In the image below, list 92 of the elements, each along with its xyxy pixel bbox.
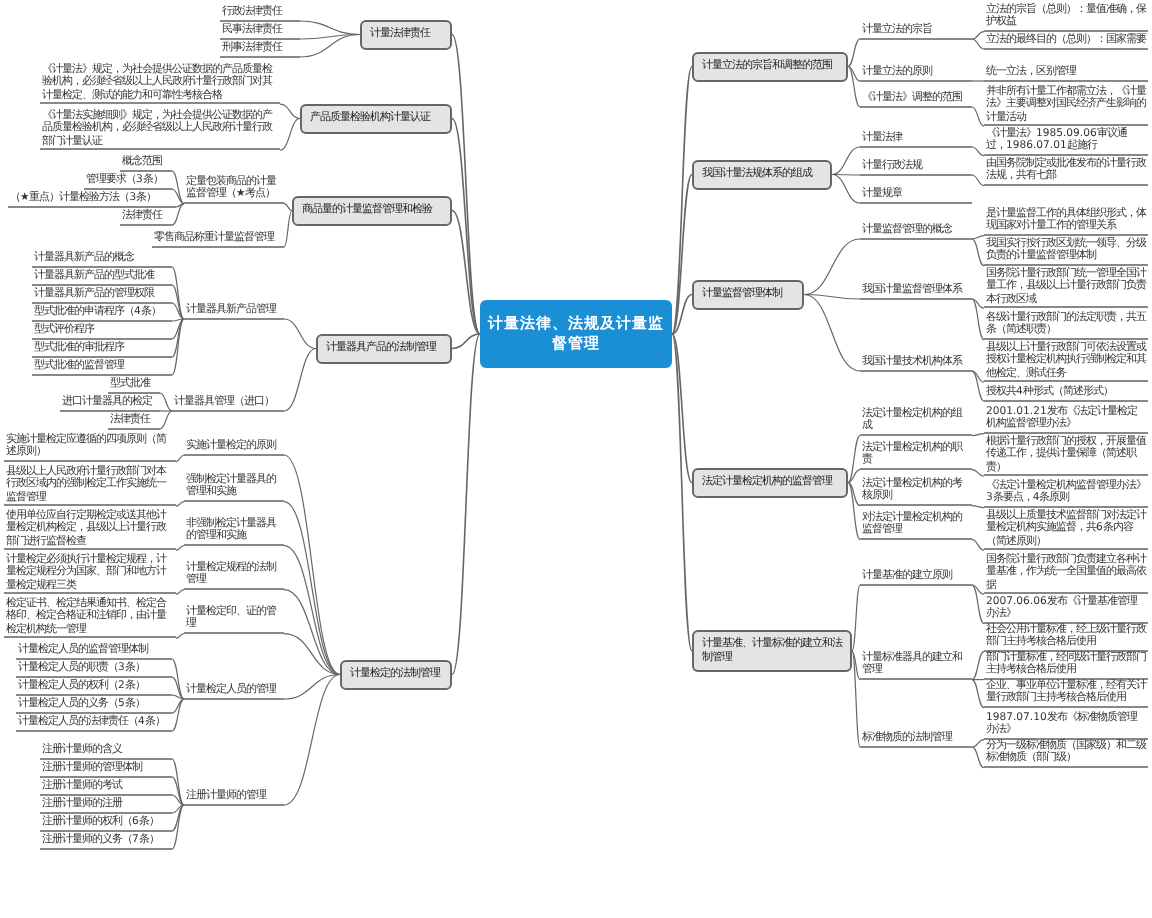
branch-line (171, 658, 185, 700)
branch-line (847, 435, 861, 484)
branch-line (971, 370, 985, 402)
branch-line (971, 80, 985, 82)
branch-line (971, 235, 985, 240)
branch-line (279, 117, 301, 151)
branch-line (171, 266, 185, 320)
branch-line (971, 584, 985, 625)
branch-line (283, 318, 317, 350)
branch-line (671, 333, 693, 652)
branch-line (831, 146, 861, 176)
branch-line (283, 673, 341, 700)
branch-line (971, 238, 985, 267)
branch-line (171, 694, 185, 700)
branch-line (159, 392, 173, 412)
branch-line (971, 370, 985, 383)
branch-line (851, 650, 861, 748)
branch-line (847, 481, 861, 507)
branch-line (971, 469, 985, 477)
branch-line (171, 284, 185, 320)
branch-line (831, 173, 861, 204)
branch-line (671, 173, 693, 335)
branch-line (847, 65, 861, 82)
branch-line (175, 203, 185, 208)
branch-line (971, 38, 985, 50)
branch-line (451, 333, 481, 350)
branch-line (283, 347, 317, 412)
branch-line (971, 651, 985, 681)
branch-line (971, 584, 985, 595)
branch-line (451, 333, 481, 676)
branch-line (847, 38, 861, 68)
branch-line (171, 698, 185, 714)
branch-line (851, 584, 861, 652)
branch-line (971, 433, 985, 437)
branch-line (171, 698, 185, 732)
branch-line (159, 410, 173, 412)
branch-line (175, 545, 185, 551)
branch-line (803, 293, 861, 300)
branch-line (171, 794, 185, 806)
branch-line (971, 505, 985, 509)
branch-line (299, 33, 361, 58)
branch-line (175, 454, 185, 463)
branch-line (171, 318, 185, 322)
branch-line (831, 173, 861, 176)
branch-line (171, 318, 185, 340)
branch-line (283, 501, 341, 676)
branch-line (451, 33, 481, 335)
branch-line (971, 31, 985, 40)
branch-line (671, 333, 693, 484)
branch-line (803, 293, 861, 372)
branch-line (671, 293, 693, 335)
branch-line (171, 804, 185, 814)
branch-line (847, 481, 861, 541)
branch-line (175, 589, 185, 595)
branch-line (283, 589, 341, 676)
branch-line (279, 103, 301, 120)
branch-line (971, 174, 985, 187)
branch-line (847, 65, 861, 108)
branch-line (971, 746, 985, 769)
branch-line (171, 302, 185, 320)
branch-line (283, 209, 293, 248)
branch-line (171, 170, 185, 205)
branch-line (175, 633, 185, 639)
branch-line (171, 776, 185, 806)
branch-line (971, 539, 985, 551)
branch-line (671, 65, 693, 335)
branch-line (283, 633, 341, 676)
branch-line (971, 298, 985, 309)
branch-line (171, 203, 185, 226)
branch-line (159, 410, 173, 430)
branch-line (283, 673, 341, 806)
branch-line (171, 758, 185, 806)
branch-line (971, 106, 985, 127)
branch-line (451, 209, 481, 335)
branch-line (283, 203, 293, 212)
branch-line (171, 188, 185, 205)
branch-line (175, 501, 185, 507)
branch-line (847, 469, 861, 484)
branch-line (451, 117, 481, 335)
branch-line (971, 679, 985, 681)
branch-line (171, 804, 185, 832)
branch-line (171, 318, 185, 376)
branch-line (971, 146, 985, 157)
branch-line (971, 679, 985, 709)
branch-line (171, 318, 185, 358)
branch-line (971, 739, 985, 748)
branch-line (971, 298, 985, 341)
branch-line (171, 676, 185, 700)
branch-line (283, 454, 341, 676)
branch-line (803, 238, 861, 296)
branch-line (171, 804, 185, 850)
branch-line (851, 650, 861, 681)
